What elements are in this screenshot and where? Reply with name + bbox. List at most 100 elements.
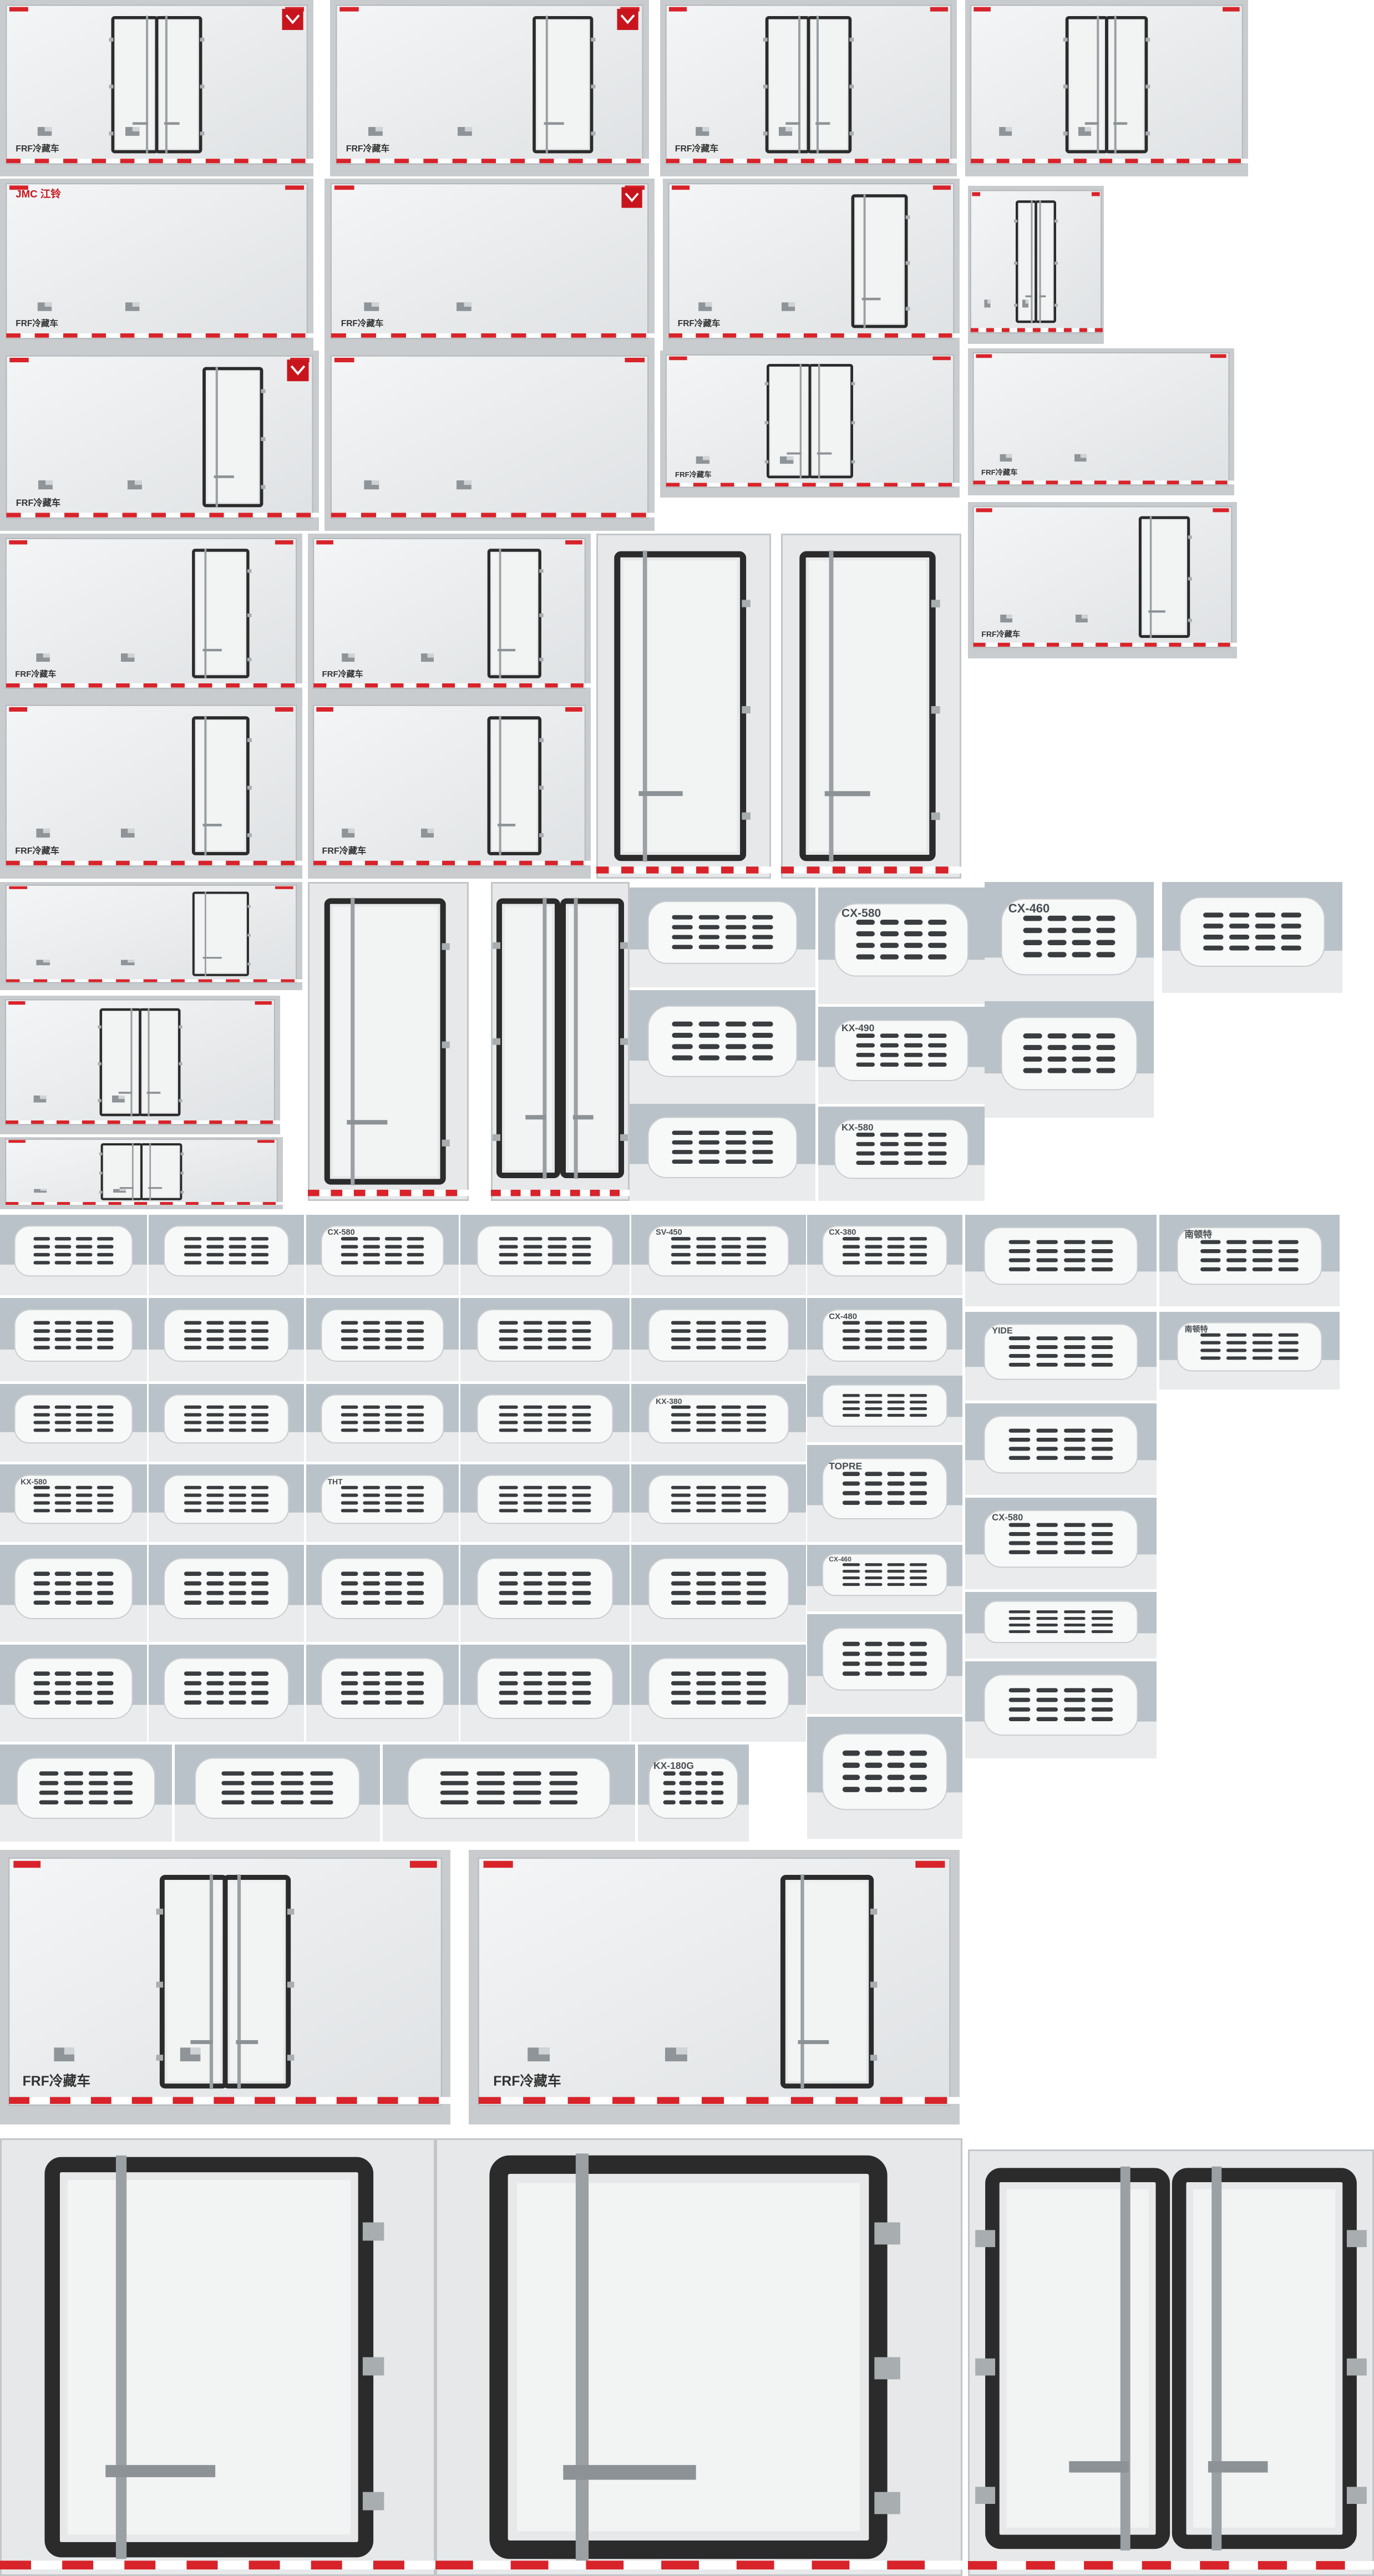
refrigeration-unit-photo bbox=[965, 1661, 1157, 1758]
refrigeration-unit-photo-graphic bbox=[0, 1645, 147, 1742]
cargo-box-photo-graphic bbox=[660, 0, 957, 176]
refrigeration-unit-photo-graphic bbox=[0, 1298, 147, 1381]
body-label: FRF冷藏车 bbox=[346, 144, 390, 154]
refrigeration-unit-photo bbox=[149, 1545, 304, 1642]
refrigeration-unit-photo bbox=[0, 1545, 147, 1642]
cargo-box-photo-graphic bbox=[663, 179, 960, 351]
unit-model-label: SV-450 bbox=[656, 1228, 682, 1237]
refrigeration-unit-photo bbox=[306, 1298, 459, 1381]
refrigeration-unit-photo: THT bbox=[306, 1464, 459, 1542]
refrigeration-unit-photo-graphic bbox=[807, 1717, 962, 1839]
brand-logo-text: JMC 江铃 bbox=[16, 187, 61, 200]
cargo-box-photo: FRF冷藏车 bbox=[0, 700, 302, 879]
refrigeration-unit-photo-graphic bbox=[460, 1645, 630, 1742]
refrigeration-unit-photo bbox=[631, 1645, 806, 1742]
refrigeration-unit-photo-graphic bbox=[1159, 1215, 1340, 1306]
refrigeration-unit-photo bbox=[965, 1215, 1157, 1306]
cargo-box-photo-graphic bbox=[0, 996, 280, 1134]
cargo-box-photo-graphic bbox=[968, 348, 1234, 495]
refrigeration-unit-photo-graphic bbox=[149, 1464, 304, 1542]
cargo-box-photo-graphic bbox=[968, 186, 1104, 344]
refrigeration-unit-photo-graphic bbox=[306, 1384, 459, 1462]
cargo-box-photo-graphic bbox=[0, 882, 302, 990]
unit-model-label: KX-490 bbox=[841, 1022, 875, 1033]
rear-door-closeup bbox=[491, 882, 630, 1201]
body-label: FRF冷藏车 bbox=[16, 498, 61, 508]
cargo-box-photo-graphic bbox=[469, 1850, 960, 2124]
cargo-box-photo: FRF冷藏车 bbox=[660, 0, 957, 176]
unit-model-label: KX-580 bbox=[841, 1122, 874, 1133]
refrigeration-unit-photo bbox=[807, 1717, 962, 1839]
cargo-box-photo: FRF冷藏车 bbox=[308, 534, 591, 700]
cargo-box-photo-graphic bbox=[308, 700, 591, 879]
refrigeration-unit-photo-graphic bbox=[965, 1403, 1157, 1495]
refrigeration-unit-photo bbox=[149, 1215, 304, 1295]
refrigeration-unit-photo: YIDE bbox=[965, 1312, 1157, 1401]
cargo-box-photo-graphic bbox=[308, 534, 591, 700]
refrigeration-unit-photo-graphic bbox=[460, 1384, 630, 1462]
cargo-box-photo bbox=[325, 351, 655, 531]
refrigeration-unit-photo-graphic bbox=[306, 1215, 459, 1295]
unit-model-label: CX-580 bbox=[992, 1513, 1023, 1523]
refrigeration-unit-photo-graphic bbox=[306, 1645, 459, 1742]
refrigeration-unit-photo bbox=[0, 1745, 172, 1842]
refrigeration-unit-photo bbox=[149, 1384, 304, 1462]
refrigeration-unit-photo: KX-490 bbox=[818, 1007, 985, 1104]
refrigeration-unit-photo-graphic bbox=[807, 1215, 962, 1295]
cargo-box-photo: FRF冷藏车 bbox=[0, 534, 302, 700]
cargo-box-photo: FRF冷藏车 bbox=[325, 179, 655, 351]
refrigeration-unit-photo bbox=[630, 1104, 815, 1201]
rear-door-closeup-graphic bbox=[781, 534, 961, 879]
cargo-box-photo: FRF冷藏车 bbox=[968, 348, 1234, 495]
refrigeration-unit-photo-graphic bbox=[306, 1298, 459, 1381]
refrigeration-unit-photo-graphic bbox=[631, 1298, 806, 1381]
refrigeration-unit-photo: CX-460 bbox=[807, 1545, 962, 1611]
refrigeration-unit-photo bbox=[383, 1745, 635, 1842]
rear-door-closeup-graphic bbox=[308, 882, 469, 1201]
refrigeration-unit-photo bbox=[460, 1545, 630, 1642]
unit-model-label: TOPRE bbox=[829, 1460, 863, 1472]
unit-model-label: CX-580 bbox=[327, 1228, 355, 1237]
refrigeration-unit-photo-graphic bbox=[807, 1298, 962, 1381]
refrigeration-unit-photo-graphic bbox=[149, 1384, 304, 1462]
body-label: FRF冷藏车 bbox=[677, 319, 721, 329]
refrigeration-unit-photo-graphic bbox=[630, 990, 815, 1104]
body-label: FRF冷藏车 bbox=[675, 144, 719, 154]
refrigeration-unit-photo-graphic bbox=[149, 1298, 304, 1381]
body-label: FRF冷藏车 bbox=[981, 468, 1018, 477]
rear-door-closeup bbox=[308, 882, 469, 1201]
rear-door-closeup-graphic bbox=[0, 2138, 435, 2576]
refrigeration-unit-photo-graphic bbox=[807, 1614, 962, 1714]
cargo-box-photo bbox=[965, 0, 1248, 176]
refrigeration-unit-photo: SV-450 bbox=[631, 1215, 806, 1295]
refrigeration-unit-photo bbox=[630, 990, 815, 1104]
refrigeration-unit-photo-graphic bbox=[818, 1007, 985, 1104]
refrigeration-unit-photo bbox=[306, 1545, 459, 1642]
refrigeration-unit-photo bbox=[460, 1215, 630, 1295]
refrigeration-unit-photo-graphic bbox=[965, 1215, 1157, 1306]
body-label: FRF冷藏车 bbox=[322, 670, 363, 679]
refrigeration-unit-photo-graphic bbox=[807, 1445, 962, 1542]
cargo-box-photo bbox=[968, 186, 1104, 344]
body-label: FRF冷藏车 bbox=[322, 846, 367, 856]
unit-model-label: CX-480 bbox=[829, 1311, 858, 1321]
body-label: FRF冷藏车 bbox=[341, 319, 384, 329]
unit-model-label: THT bbox=[327, 1477, 343, 1486]
cargo-box-photo: FRF冷藏车 bbox=[330, 0, 649, 176]
cargo-box-photo-graphic bbox=[330, 0, 649, 176]
unit-model-label: KX-180G bbox=[653, 1759, 694, 1771]
refrigeration-unit-photo-graphic bbox=[306, 1464, 459, 1542]
unit-model-label: CX-460 bbox=[829, 1555, 851, 1564]
refrigeration-unit-photo-graphic bbox=[0, 1745, 172, 1842]
refrigeration-unit-photo bbox=[631, 1464, 806, 1542]
unit-model-label: YIDE bbox=[992, 1326, 1013, 1336]
refrigeration-unit-photo bbox=[965, 1403, 1157, 1495]
cargo-box-photo-graphic bbox=[0, 1137, 283, 1209]
refrigeration-unit-photo bbox=[631, 1298, 806, 1381]
refrigeration-unit-photo-graphic bbox=[0, 1215, 147, 1295]
cargo-box-photo-graphic bbox=[660, 351, 960, 498]
refrigeration-unit-photo-graphic bbox=[306, 1545, 459, 1642]
refrigeration-unit-photo-graphic bbox=[1162, 882, 1342, 993]
refrigeration-unit-photo-graphic bbox=[0, 1384, 147, 1462]
